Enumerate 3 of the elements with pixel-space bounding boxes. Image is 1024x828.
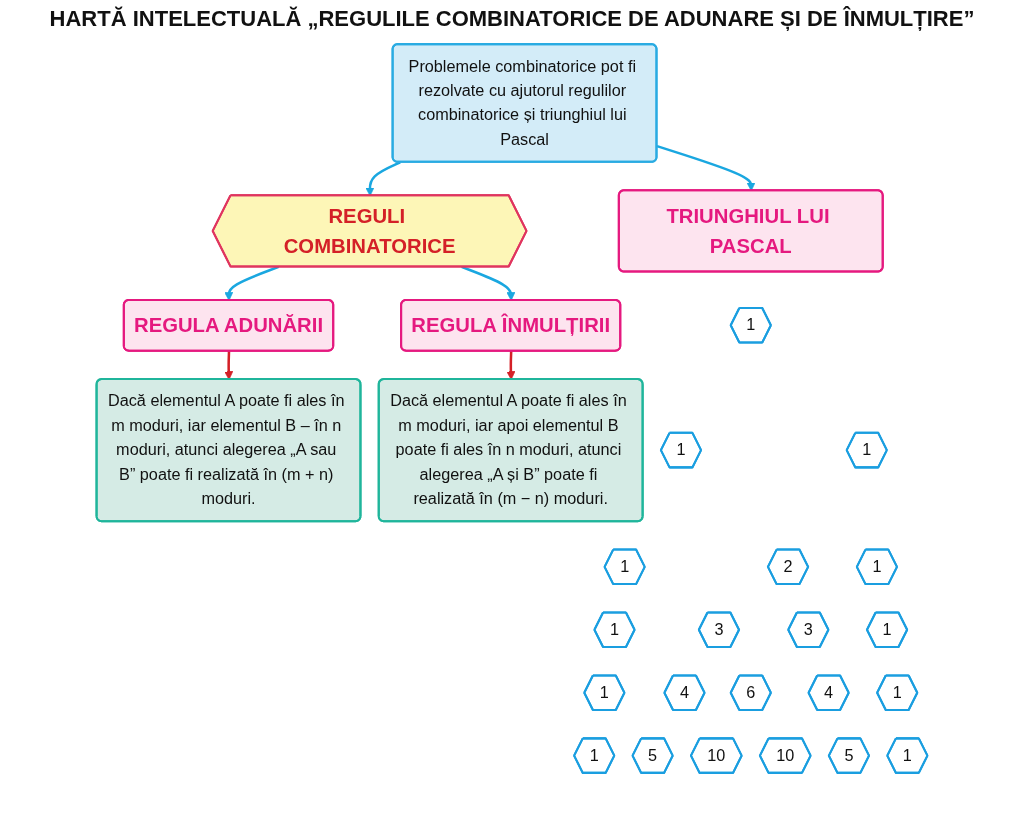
diagram-title: HARTĂ INTELECTUALĂ „REGULILE COMBINATORICE DE ADUNARE ȘI DE ÎNMULȚIRE” — [48, 6, 976, 32]
arrow — [506, 351, 516, 380]
arrow — [224, 351, 234, 380]
